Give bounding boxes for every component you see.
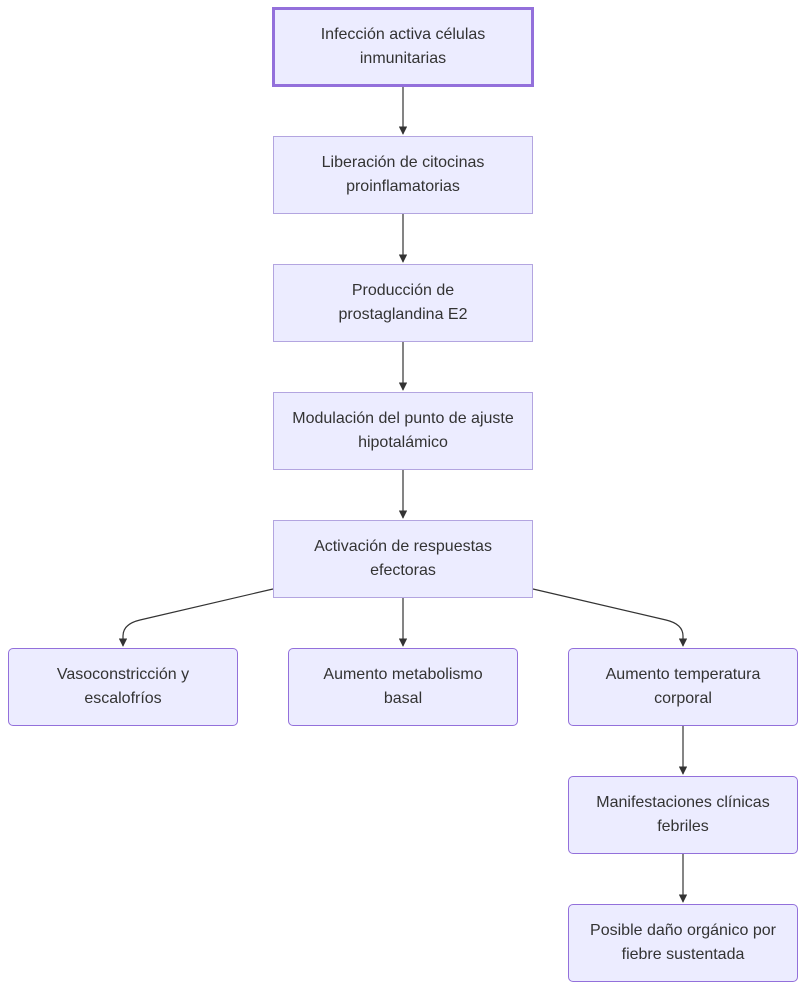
node-posible-dano-organico-label: Posible daño orgánico por fiebre sustent…: [590, 922, 776, 963]
node-posible-dano-organico: Posible daño orgánico por fiebre sustent…: [568, 904, 798, 982]
edge-activacion-to-temperatura: [532, 588, 688, 647]
node-liberacion-citocinas: Liberación de citocinas proinflamatorias: [273, 136, 533, 214]
node-infeccion-activa: Infección activa células inmunitarias: [272, 7, 534, 87]
node-vasoconstriccion: Vasoconstricción y escalofríos: [8, 648, 238, 726]
node-produccion-prostaglandina-label: Producción de prostaglandina E2: [338, 282, 468, 323]
node-aumento-temperatura: Aumento temperatura corporal: [568, 648, 798, 726]
edge-activacion-to-vasoconstriccion: [118, 588, 274, 647]
node-modulacion-punto-ajuste-label: Modulación del punto de ajuste hipotalám…: [292, 410, 514, 451]
node-infeccion-activa-label: Infección activa células inmunitarias: [320, 26, 486, 67]
node-produccion-prostaglandina: Producción de prostaglandina E2: [273, 264, 533, 342]
node-aumento-metabolismo-label: Aumento metabolismo basal: [323, 666, 483, 707]
node-modulacion-punto-ajuste: Modulación del punto de ajuste hipotalám…: [273, 392, 533, 470]
node-activacion-respuestas: Activación de respuestas efectoras: [273, 520, 533, 598]
node-vasoconstriccion-label: Vasoconstricción y escalofríos: [56, 666, 190, 707]
node-liberacion-citocinas-label: Liberación de citocinas proinflamatorias: [321, 154, 485, 195]
node-aumento-temperatura-label: Aumento temperatura corporal: [605, 666, 761, 707]
node-aumento-metabolismo: Aumento metabolismo basal: [288, 648, 518, 726]
node-activacion-respuestas-label: Activación de respuestas efectoras: [314, 538, 492, 579]
node-manifestaciones-clinicas-label: Manifestaciones clínicas febriles: [596, 794, 770, 835]
node-manifestaciones-clinicas: Manifestaciones clínicas febriles: [568, 776, 798, 854]
